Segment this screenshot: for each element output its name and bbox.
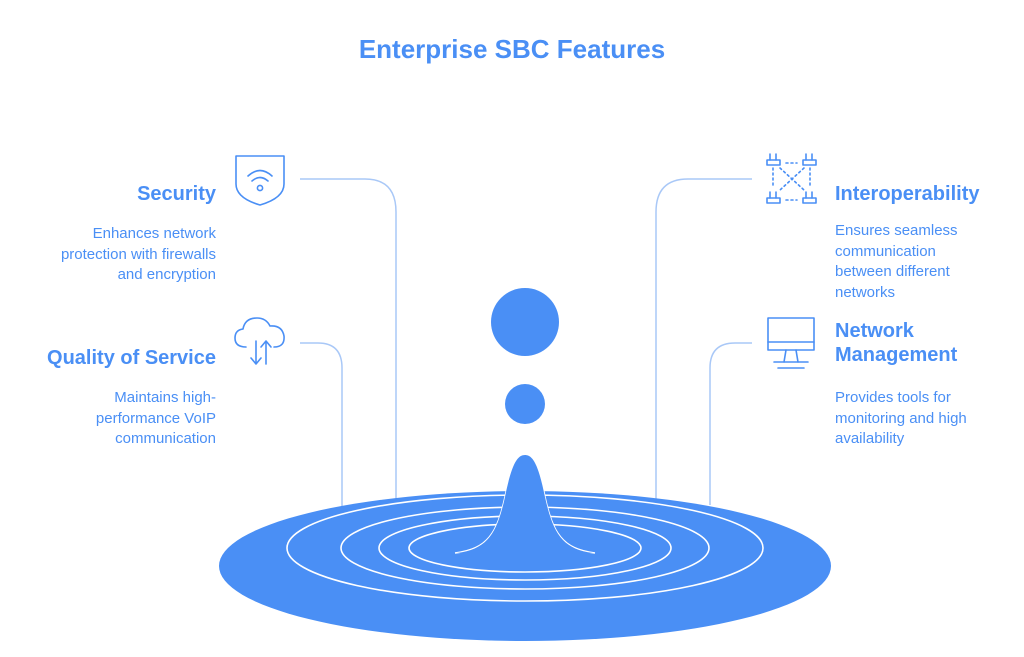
feature-title-quality-of-service: Quality of Service: [47, 347, 216, 369]
feature-desc-quality-of-service: Maintains high- performance VoIP communi…: [0, 388, 216, 450]
desc-line: protection with firewalls: [60, 245, 216, 263]
shield-wifi-icon: [235, 155, 285, 206]
droplet-small: [505, 384, 545, 424]
water-surface: [219, 491, 831, 641]
water-splash-fill: [457, 455, 593, 553]
feature-title-network-management: Network Management: [835, 319, 1020, 367]
desc-line: availability: [835, 430, 905, 447]
page-title: Enterprise SBC Features: [358, 34, 666, 64]
desc-line: between different: [835, 263, 950, 280]
connector-lines: [300, 178, 752, 522]
droplet-large: [491, 288, 559, 356]
desc-line: networks: [835, 283, 896, 301]
desc-line: communication: [115, 430, 216, 447]
connector-security: [300, 178, 397, 520]
feature-title-interoperability: Interoperability: [835, 183, 980, 205]
desc-line: Provides tools for: [835, 389, 951, 406]
connector-network-management: [709, 342, 752, 505]
desc-line: communication: [835, 242, 936, 260]
connector-quality-of-service: [300, 342, 343, 522]
monitor-icon: [767, 317, 815, 369]
desc-line: Maintains high-: [114, 389, 216, 406]
desc-line: Ensures seamless: [835, 222, 958, 239]
desc-line: performance VoIP: [95, 409, 216, 427]
connector-interoperability: [655, 178, 752, 520]
desc-line: monitoring and high: [835, 409, 967, 427]
feature-desc-security: Enhances network protection with firewal…: [0, 224, 216, 286]
desc-line: and encryption: [117, 266, 216, 283]
title-line: Network: [835, 320, 914, 342]
feature-desc-interoperability: Ensures seamless communication between d…: [835, 221, 1020, 303]
title-line: Management: [835, 344, 958, 366]
network-nodes-icon: [766, 153, 817, 204]
feature-title-security: Security: [137, 183, 216, 205]
feature-desc-network-management: Provides tools for monitoring and high a…: [835, 388, 1020, 450]
cloud-transfer-icon: [234, 317, 285, 365]
desc-line: Enhances network: [92, 225, 216, 242]
